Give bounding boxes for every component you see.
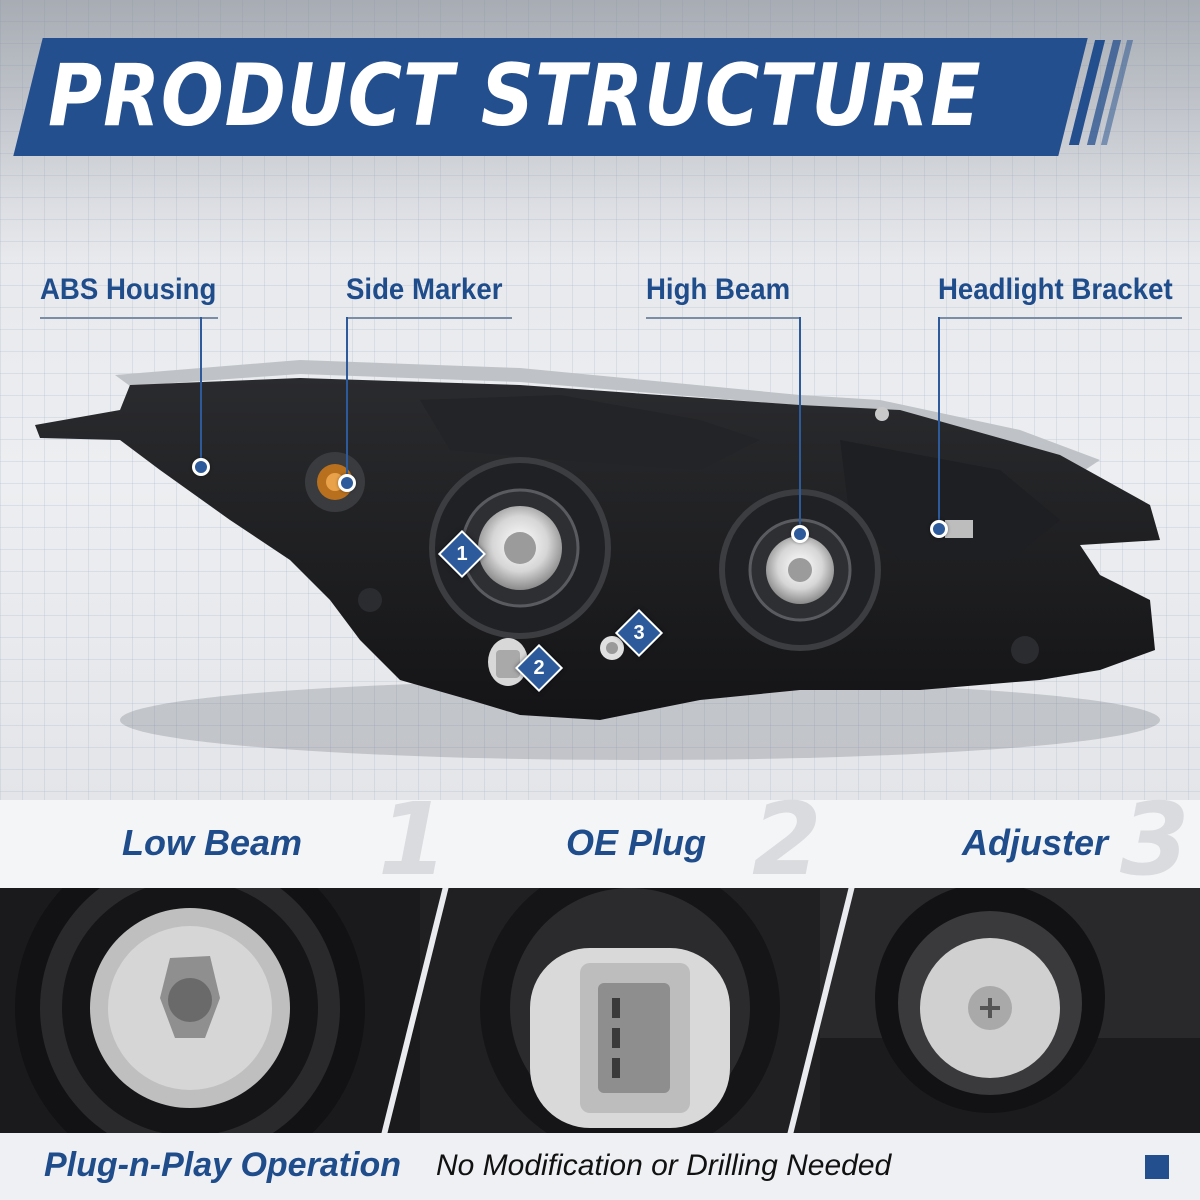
callout-leader xyxy=(346,317,348,475)
callout-marker xyxy=(192,458,210,476)
feature-photos xyxy=(0,888,1200,1133)
page-title: PRODUCT STRUCTURE xyxy=(48,46,982,146)
footer-bar xyxy=(0,1133,1200,1200)
callout-marker xyxy=(791,525,809,543)
callout-side-marker: Side Marker xyxy=(346,273,503,306)
feature-number-2: 2 xyxy=(752,781,822,898)
low-beam-photo xyxy=(0,888,420,1133)
callout-high-beam: High Beam xyxy=(646,273,791,306)
callout-leader xyxy=(200,317,202,465)
callout-leader xyxy=(799,317,801,527)
feature-label-low-beam: Low Beam xyxy=(122,822,303,863)
footer-headline: Plug-n-Play Operation xyxy=(44,1146,402,1184)
feature-number-3: 3 xyxy=(1120,781,1190,898)
callout-headlight-bracket: Headlight Bracket xyxy=(938,273,1173,306)
footer-description: No Modification or Drilling Needed xyxy=(436,1149,892,1182)
feature-label-oe-plug: OE Plug xyxy=(566,822,707,863)
callout-marker xyxy=(338,474,356,492)
callout-underline xyxy=(346,317,512,319)
callout-underline xyxy=(646,317,800,319)
callout-underline xyxy=(40,317,218,319)
oe-plug-photo xyxy=(420,888,820,1133)
callout-underline xyxy=(938,317,1182,319)
headlight-image xyxy=(35,360,1160,760)
footer-square-accent xyxy=(1145,1155,1169,1179)
adjuster-photo xyxy=(820,888,1200,1133)
feature-label-band xyxy=(0,800,1200,888)
callout-abs-housing: ABS Housing xyxy=(40,273,217,306)
callout-leader xyxy=(938,317,940,525)
callout-marker xyxy=(930,520,948,538)
feature-label-adjuster: Adjuster xyxy=(962,822,1109,863)
feature-number-1: 1 xyxy=(378,781,448,898)
